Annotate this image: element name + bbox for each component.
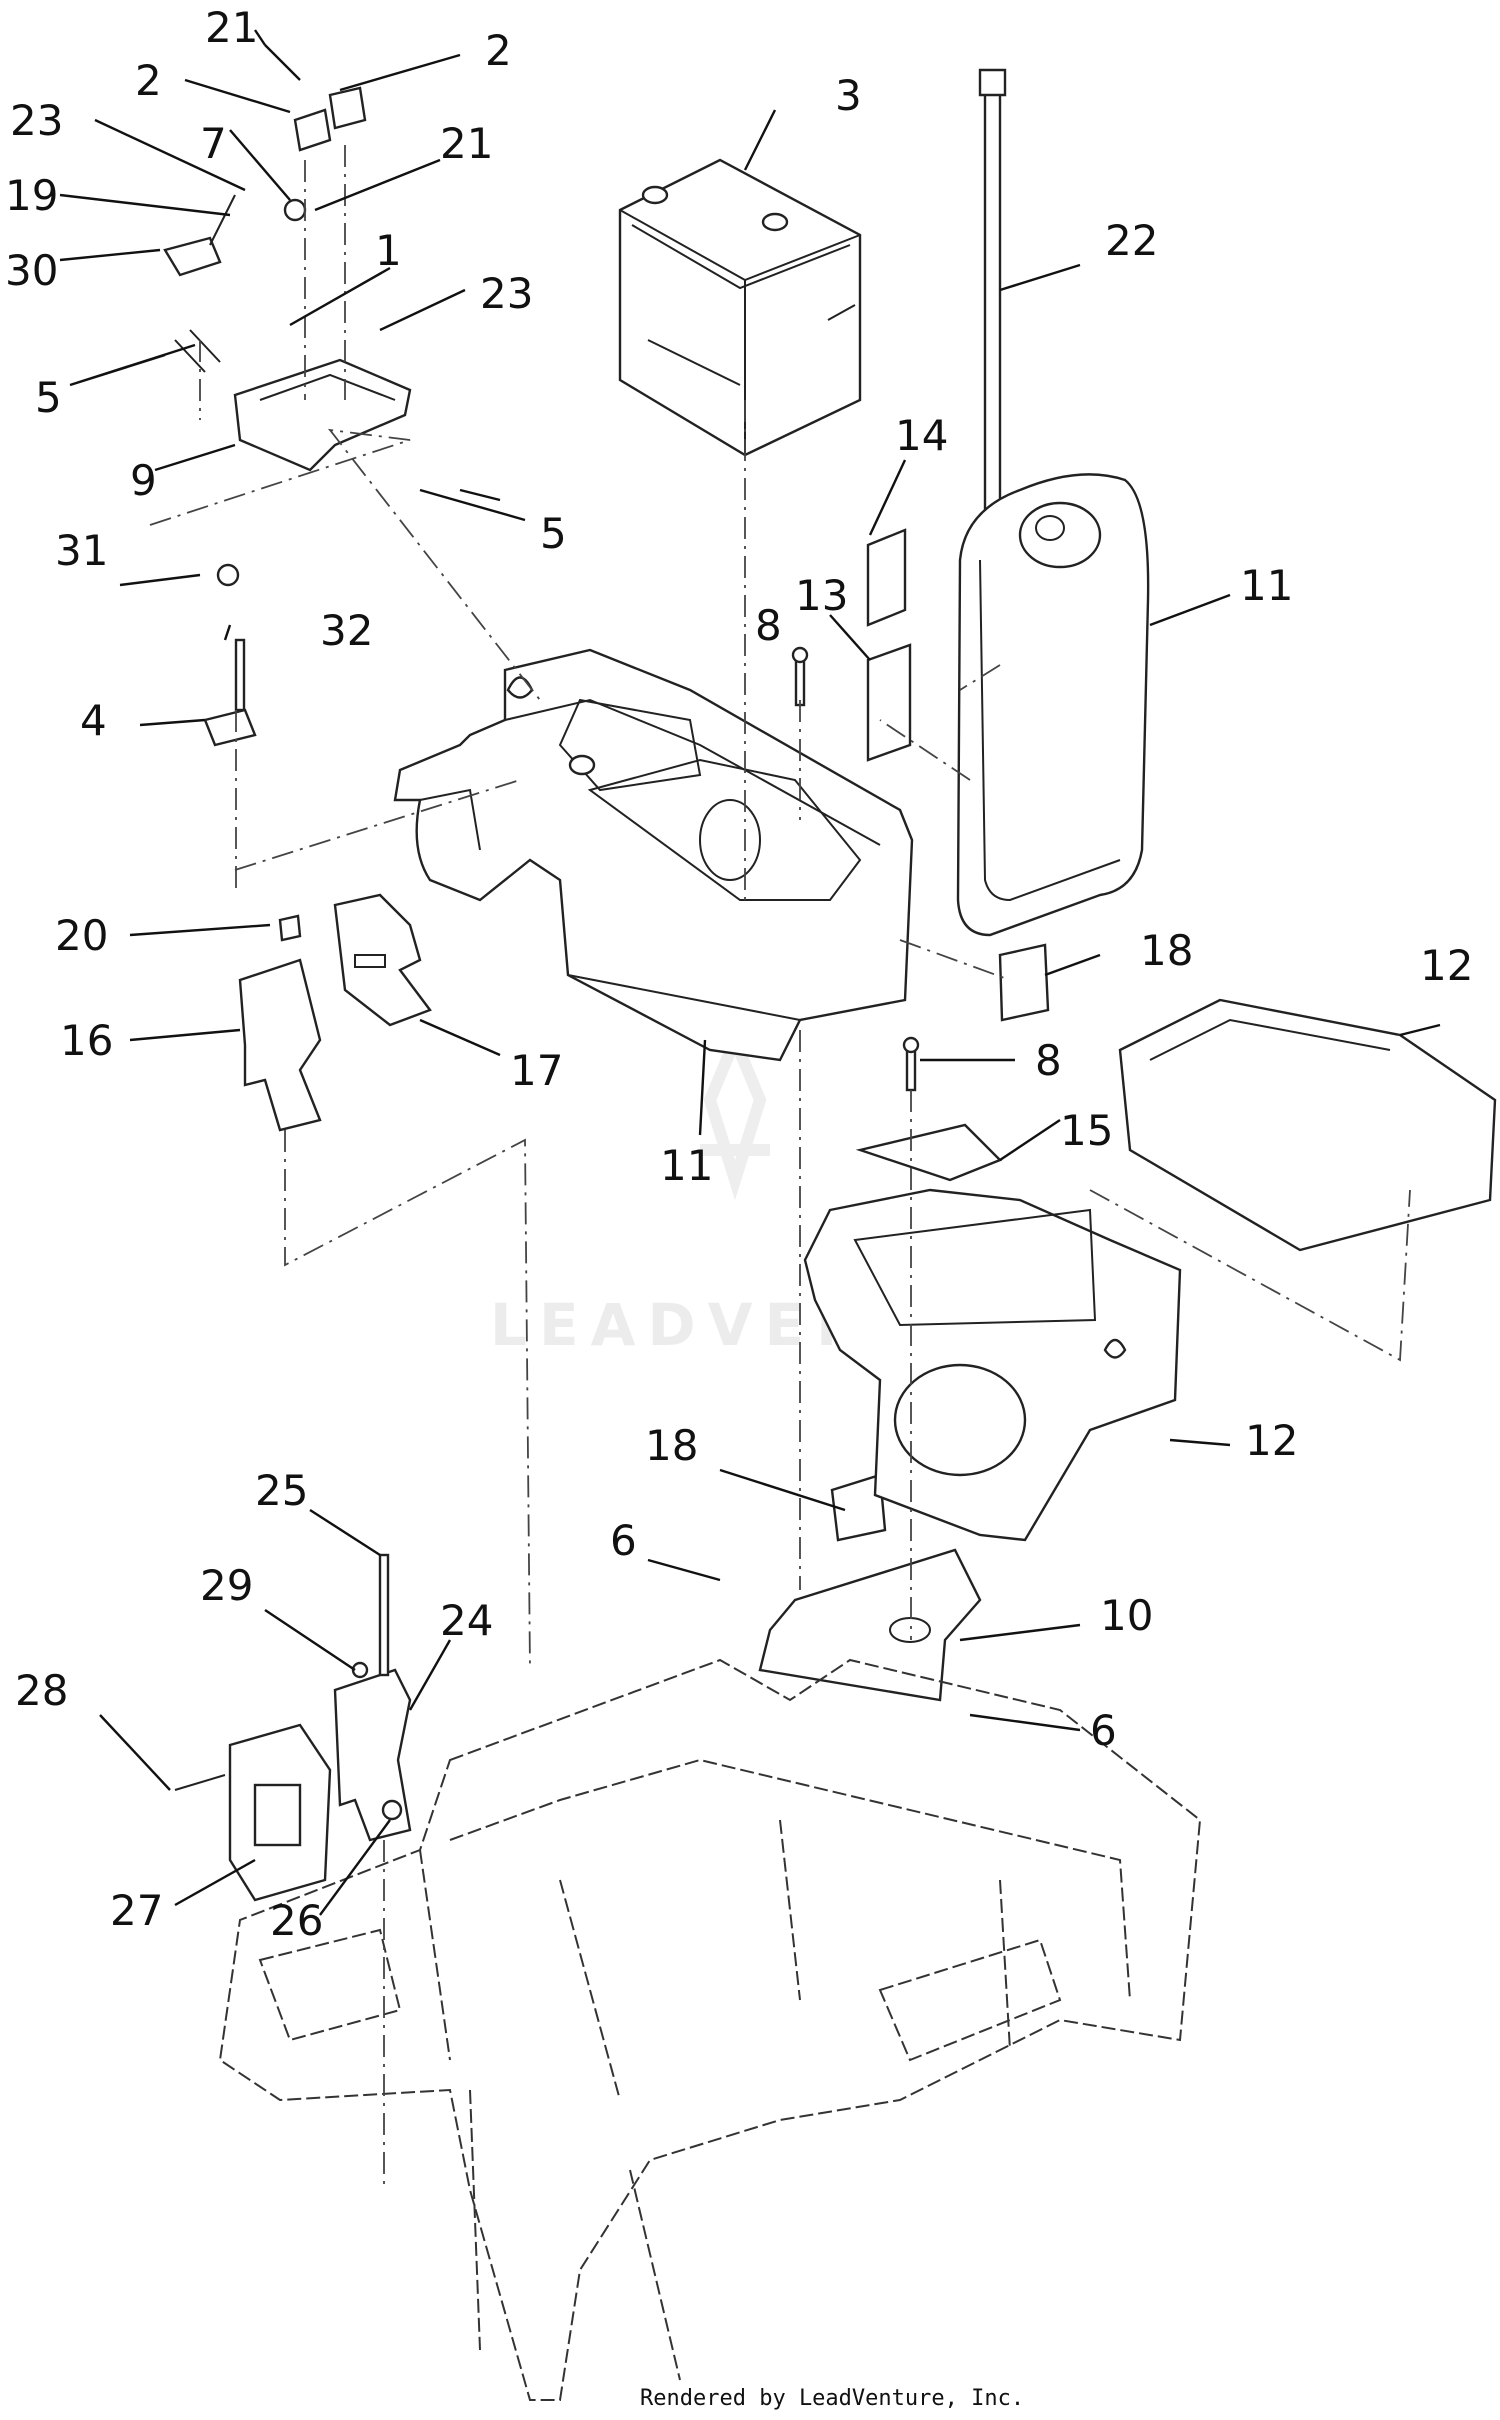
callout-29: 29 (200, 1561, 253, 1610)
callout-labels: 21 2 2 3 23 7 21 19 22 1 30 23 5 14 9 5 … (5, 3, 1473, 1945)
callout-30: 30 (5, 246, 58, 295)
callout-21-top: 21 (205, 3, 258, 52)
callout-25: 25 (255, 1466, 308, 1515)
hardware-parts (203, 563, 1050, 1542)
callout-8-upper: 8 (755, 601, 782, 650)
strap-part (978, 68, 1007, 522)
callout-15: 15 (1060, 1106, 1113, 1155)
callout-11-upper: 11 (1240, 561, 1293, 610)
callout-28: 28 (15, 1666, 68, 1715)
callout-1: 1 (375, 226, 402, 275)
battery-part (618, 158, 862, 457)
callout-26: 26 (270, 1896, 323, 1945)
seat-cushion-part (1118, 998, 1497, 1252)
seat-panel-part (956, 473, 1150, 937)
callout-2-left: 2 (135, 56, 162, 105)
callout-19: 19 (5, 171, 58, 220)
callout-31: 31 (55, 526, 108, 575)
callout-3: 3 (835, 71, 862, 120)
callout-21-mid: 21 (440, 119, 493, 168)
callout-6-upper: 6 (610, 1516, 637, 1565)
decal-parts (866, 528, 912, 762)
callout-2-right: 2 (485, 26, 512, 75)
callout-12-upper: 12 (1420, 941, 1473, 990)
callout-18-left: 18 (645, 1421, 698, 1470)
tray-part (393, 648, 914, 1062)
seat-pan-part (803, 1123, 1182, 1542)
callout-9: 9 (130, 456, 157, 505)
callout-4: 4 (80, 696, 107, 745)
callout-23-right: 23 (480, 269, 533, 318)
callout-7: 7 (200, 119, 227, 168)
footer-credit: Rendered by LeadVenture, Inc. (640, 2386, 1024, 2411)
callout-22: 22 (1105, 216, 1158, 265)
callout-10: 10 (1100, 1591, 1153, 1640)
callout-5-left: 5 (35, 373, 62, 422)
callout-14: 14 (895, 411, 948, 460)
callout-23-top: 23 (10, 96, 63, 145)
callout-27: 27 (110, 1886, 163, 1935)
callout-5-right: 5 (540, 509, 567, 558)
controller-27 (174, 1553, 412, 1902)
bracket-10 (758, 1548, 982, 1702)
callout-18-right: 18 (1140, 926, 1193, 975)
chassis-frame (218, 1658, 1202, 2401)
callout-16: 16 (60, 1016, 113, 1065)
callout-20: 20 (55, 911, 108, 960)
callout-6-lower: 6 (1090, 1706, 1117, 1755)
callout-32: 32 (320, 606, 373, 655)
callout-11-lower: 11 (660, 1141, 713, 1190)
callout-17: 17 (510, 1046, 563, 1095)
leader-lines (59, 29, 1441, 1916)
callout-12-lower: 12 (1245, 1416, 1298, 1465)
callout-13: 13 (795, 571, 848, 620)
callout-8-lower: 8 (1035, 1036, 1062, 1085)
bracket-assembly-9 (163, 86, 412, 472)
callout-24: 24 (440, 1596, 493, 1645)
bracket-16-17 (238, 893, 432, 1132)
alignment-lines (149, 145, 1411, 2190)
